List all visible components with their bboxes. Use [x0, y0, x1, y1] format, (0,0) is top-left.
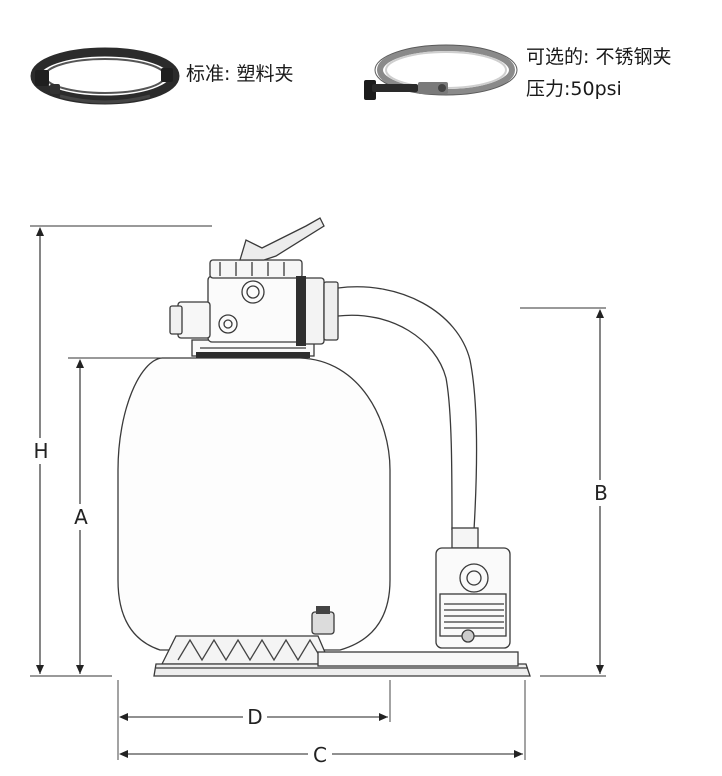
- plastic-clamp-icon: [30, 47, 180, 105]
- drain-valve: [311, 611, 335, 635]
- dimension-H-label: H: [33, 439, 48, 463]
- steel-clamp-illustration: [362, 40, 520, 108]
- optional-clamp-label-line2: 压力:50psi: [526, 78, 622, 100]
- equipment-outline: [117, 217, 531, 677]
- plastic-clamp-illustration: [30, 46, 180, 106]
- extension-lines: [30, 225, 606, 760]
- dimension-D-label: D: [247, 705, 262, 729]
- standard-clamp-label: 标准: 塑料夹: [186, 63, 294, 85]
- valve-handle: [239, 217, 325, 261]
- dimension-C-label: C: [313, 743, 327, 767]
- optional-clamp-label-line1: 可选的: 不锈钢夹: [526, 46, 672, 68]
- dimension-A-label: A: [74, 505, 88, 529]
- tank-stand: [160, 635, 331, 665]
- filter-tank: [117, 357, 391, 651]
- pump-body: [435, 547, 511, 649]
- multiport-valve: [207, 275, 305, 343]
- connection-hose: [337, 286, 478, 531]
- dimension-B-label: B: [594, 481, 608, 505]
- steel-clamp-icon: [364, 44, 518, 100]
